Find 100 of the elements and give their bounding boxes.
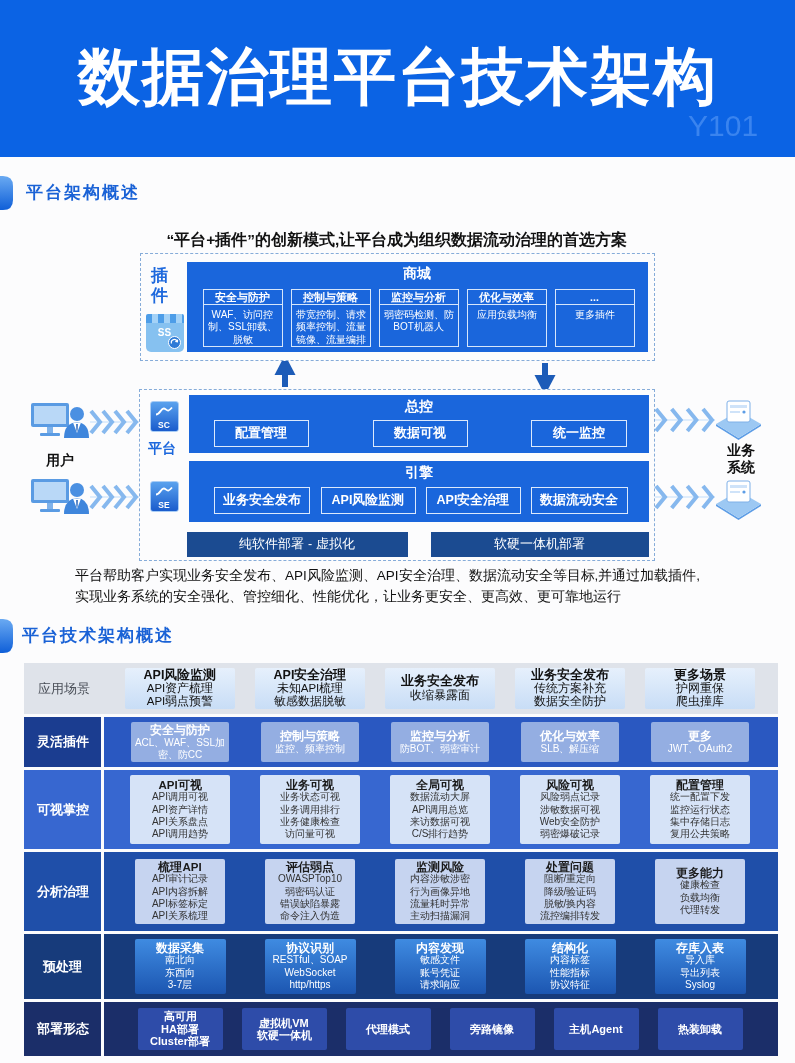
card-text: 更多插件	[574, 308, 615, 321]
card-item: 导入库	[685, 954, 715, 967]
tile-code: SC	[158, 419, 170, 430]
panel-title: 引擎	[404, 463, 433, 481]
feature-card	[385, 668, 495, 709]
chevron-arrow	[89, 409, 140, 435]
card-item: 复用公共策略	[670, 827, 730, 841]
card-item: 账号凭证	[420, 966, 460, 979]
server-icon	[715, 478, 762, 520]
card-item: Cluster部署	[150, 1035, 210, 1048]
card-text: WAF、访问控制、SSL卸载、脱敏	[207, 308, 278, 346]
card-title: 更多场景	[674, 668, 726, 682]
card-item: 流控编排转发	[540, 909, 600, 923]
card-text: 带宽控制、请求频率控制、流量镜像、流量编排	[294, 308, 367, 346]
card-item: 性能指标	[550, 966, 590, 979]
function-box	[372, 419, 468, 447]
card-item: RESTful、SOAP	[272, 954, 348, 967]
feature-card	[391, 722, 489, 762]
card-title: API安全治理	[273, 668, 347, 682]
feature-card	[515, 668, 625, 709]
card-title: 全局可视	[416, 778, 464, 792]
chevron-arrow	[89, 484, 140, 510]
module-panel	[186, 261, 648, 352]
feature-card	[134, 939, 226, 994]
card-item: C/S排行趋势	[411, 827, 469, 841]
subtitle: “平台+插件”的创新模式,让平台成为组织数据流动治理的首选方案	[166, 230, 628, 250]
description-text: 平台帮助客户实现业务安全发布、API风险监测、API安全治理、数据流动安全等目标,并通过加载插件,实现业务系统的安全强化、管控细化、性能优化，让业务更安全、更高效、更可靠地运行	[75, 567, 702, 606]
card-item: API标签标定	[151, 897, 209, 910]
card-item: 脱敏/换内容	[543, 897, 597, 910]
feature-card	[520, 775, 620, 844]
card-item: 协议特征	[550, 978, 590, 992]
feature-card	[524, 939, 616, 994]
feature-card	[655, 859, 745, 924]
card-item: SLB、解压缩	[540, 742, 600, 755]
card-item: 3-7层	[167, 978, 193, 992]
card-item: 护网重保	[676, 682, 724, 695]
card-item: 风险弱点记录	[540, 791, 600, 804]
computer-user-icon	[30, 478, 90, 514]
card-title: 业务安全发布	[401, 675, 479, 689]
card-item: API关系梳理	[151, 909, 209, 923]
card-item: 东西向	[165, 966, 195, 979]
card-title: 旁路镜像	[470, 1022, 514, 1036]
feature-card	[395, 859, 485, 924]
card-item: 涉敏数据可视	[540, 803, 600, 816]
card-item: 业务健康检查	[280, 815, 340, 828]
module-panel	[188, 394, 649, 453]
card-title: API可视	[158, 778, 202, 791]
function-box	[320, 486, 416, 514]
dashed-group	[139, 389, 655, 561]
function-box	[425, 486, 521, 514]
card-item: 南北向	[165, 954, 195, 967]
card-item: 健康检查	[680, 879, 720, 892]
feature-card	[261, 722, 359, 762]
card-item: 弱密码认证	[285, 885, 335, 898]
card-title: 评估弱点	[286, 860, 334, 874]
deployment-label: 软硬一体机部署	[494, 536, 585, 552]
card-item: 导出列表	[680, 966, 720, 979]
card-title: 更多能力	[676, 866, 724, 880]
feature-card	[125, 668, 235, 709]
card-item: API关系盘点	[151, 815, 209, 828]
card-title: 配置管理	[676, 778, 724, 792]
card-item: 来访数据可视	[410, 815, 470, 828]
page-title: 数据治理平台技术架构	[77, 42, 718, 112]
module-tile	[149, 480, 179, 512]
feature-card	[390, 775, 490, 844]
card-item: 监控、频率控制	[275, 742, 345, 755]
deployment-bar	[186, 531, 408, 557]
card-title: 高可用	[163, 1010, 197, 1023]
module-panel	[188, 460, 649, 522]
feature-card	[345, 1008, 431, 1050]
card-item: ACL、WAF、SSL加密、防CC	[134, 737, 226, 760]
feature-card	[650, 775, 750, 844]
function-label: 统一监控	[552, 425, 605, 441]
feature-card	[394, 939, 486, 994]
feature-card	[657, 1008, 743, 1050]
dashed-group	[140, 253, 655, 361]
card-item: 爬虫撞库	[676, 695, 724, 709]
card-title: 业务可视	[286, 778, 334, 792]
card-item: 传统方案补充	[534, 682, 606, 695]
function-label: API风险监测	[331, 492, 405, 508]
feature-card	[449, 1008, 535, 1050]
card-text: 应用负载均衡	[476, 308, 537, 321]
panel-title: 总控	[404, 397, 433, 415]
card-item: 监控运行状态	[670, 803, 730, 816]
card-item: 未知API梳理	[276, 682, 344, 695]
feature-card	[131, 722, 229, 762]
card-title: 业务安全发布	[531, 668, 609, 682]
card-title: 安全与防护	[215, 289, 270, 304]
card-title: 优化与效率	[479, 289, 534, 304]
card-item: 阻断/重定向	[543, 873, 597, 886]
card-title: 协议识别	[286, 941, 334, 955]
card-title: 优化与效率	[540, 729, 600, 743]
table-row	[24, 1002, 778, 1056]
feature-card	[645, 668, 755, 709]
card-item: API审计记录	[151, 873, 209, 886]
card-title: 数据采集	[156, 941, 204, 955]
table-row	[24, 717, 778, 767]
function-label: 业务安全发布	[222, 492, 301, 508]
feature-card	[260, 775, 360, 844]
card-item: 业务调用排行	[280, 803, 340, 816]
